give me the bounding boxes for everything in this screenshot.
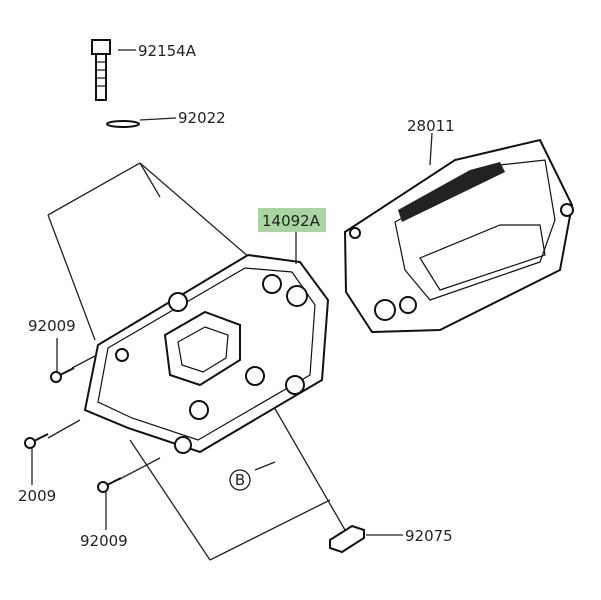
meter-cover-14092a[interactable] — [83, 253, 330, 454]
reference-marker-label: B — [235, 471, 245, 489]
assembly-guide-lines — [47, 162, 346, 561]
part-label-92154a[interactable]: 92154A — [138, 42, 197, 60]
part-label-92022[interactable]: 92022 — [178, 109, 226, 127]
highlight-14092a — [258, 208, 326, 232]
part-label-92009-bottom[interactable]: 92009 — [80, 532, 128, 550]
screw-92009-bottom[interactable] — [97, 477, 122, 493]
bolt-92154a[interactable] — [91, 39, 111, 101]
part-label-92075[interactable]: 92075 — [405, 527, 453, 545]
part-label-2009[interactable]: 2009 — [18, 487, 56, 505]
grommet-92075[interactable] — [329, 524, 365, 554]
part-label-14092a[interactable]: 14092A — [262, 212, 321, 230]
reference-marker-b: B — [229, 469, 251, 491]
part-label-92009-left[interactable]: 92009 — [28, 317, 76, 335]
meter-assembly-28011[interactable] — [343, 138, 574, 334]
washer-92022[interactable] — [106, 120, 140, 128]
screw-2009[interactable] — [24, 433, 49, 449]
part-label-28011[interactable]: 28011 — [407, 117, 455, 135]
screw-92009-left[interactable] — [50, 367, 75, 383]
